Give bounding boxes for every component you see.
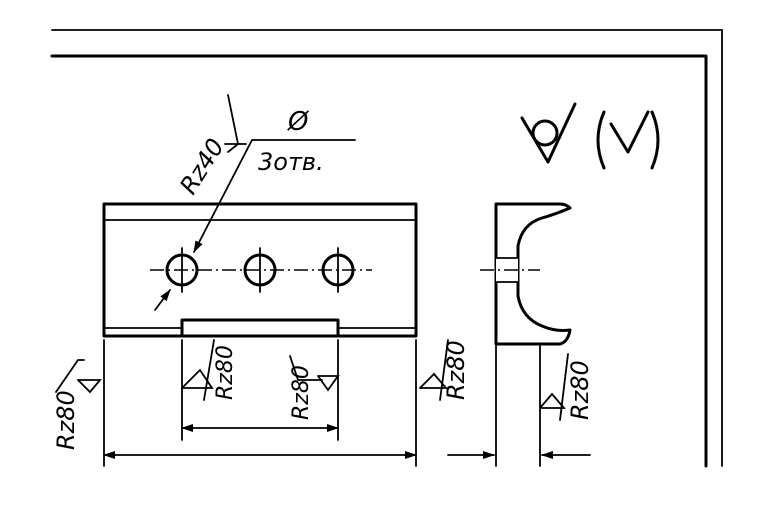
hole-note-leader: Ø 3отв. [193,107,356,253]
section-roughness-label: Rz80 [566,360,594,420]
drawing-frame [50,29,723,468]
hole-2 [243,247,277,293]
section-view [480,202,572,346]
front-view [102,202,418,338]
slot-left-roughness: Rz80 [181,339,238,401]
hole-3 [321,247,355,293]
front-dimensions [103,339,417,467]
right-edge-roughness: Rz80 [419,339,470,401]
slot-right-roughness: Rz80 [289,355,340,420]
section-roughness: Rz80 [539,353,594,421]
left-edge-roughness-label: Rz80 [52,390,80,450]
slot-left-roughness-label: Rz80 [213,345,238,400]
hole-count-note: 3отв. [258,148,324,176]
right-edge-roughness-label: Rz80 [442,340,470,400]
diameter-symbol: Ø [287,107,310,137]
hole-roughness-mark: Rz40 [174,94,247,200]
slot-right-roughness-label: Rz80 [289,365,314,420]
general-roughness-symbol [520,102,660,170]
section-dimensions [447,345,591,467]
left-edge-roughness: Rz80 [52,359,102,450]
hole-roughness-label: Rz40 [174,134,229,200]
hole-1 [165,247,199,293]
